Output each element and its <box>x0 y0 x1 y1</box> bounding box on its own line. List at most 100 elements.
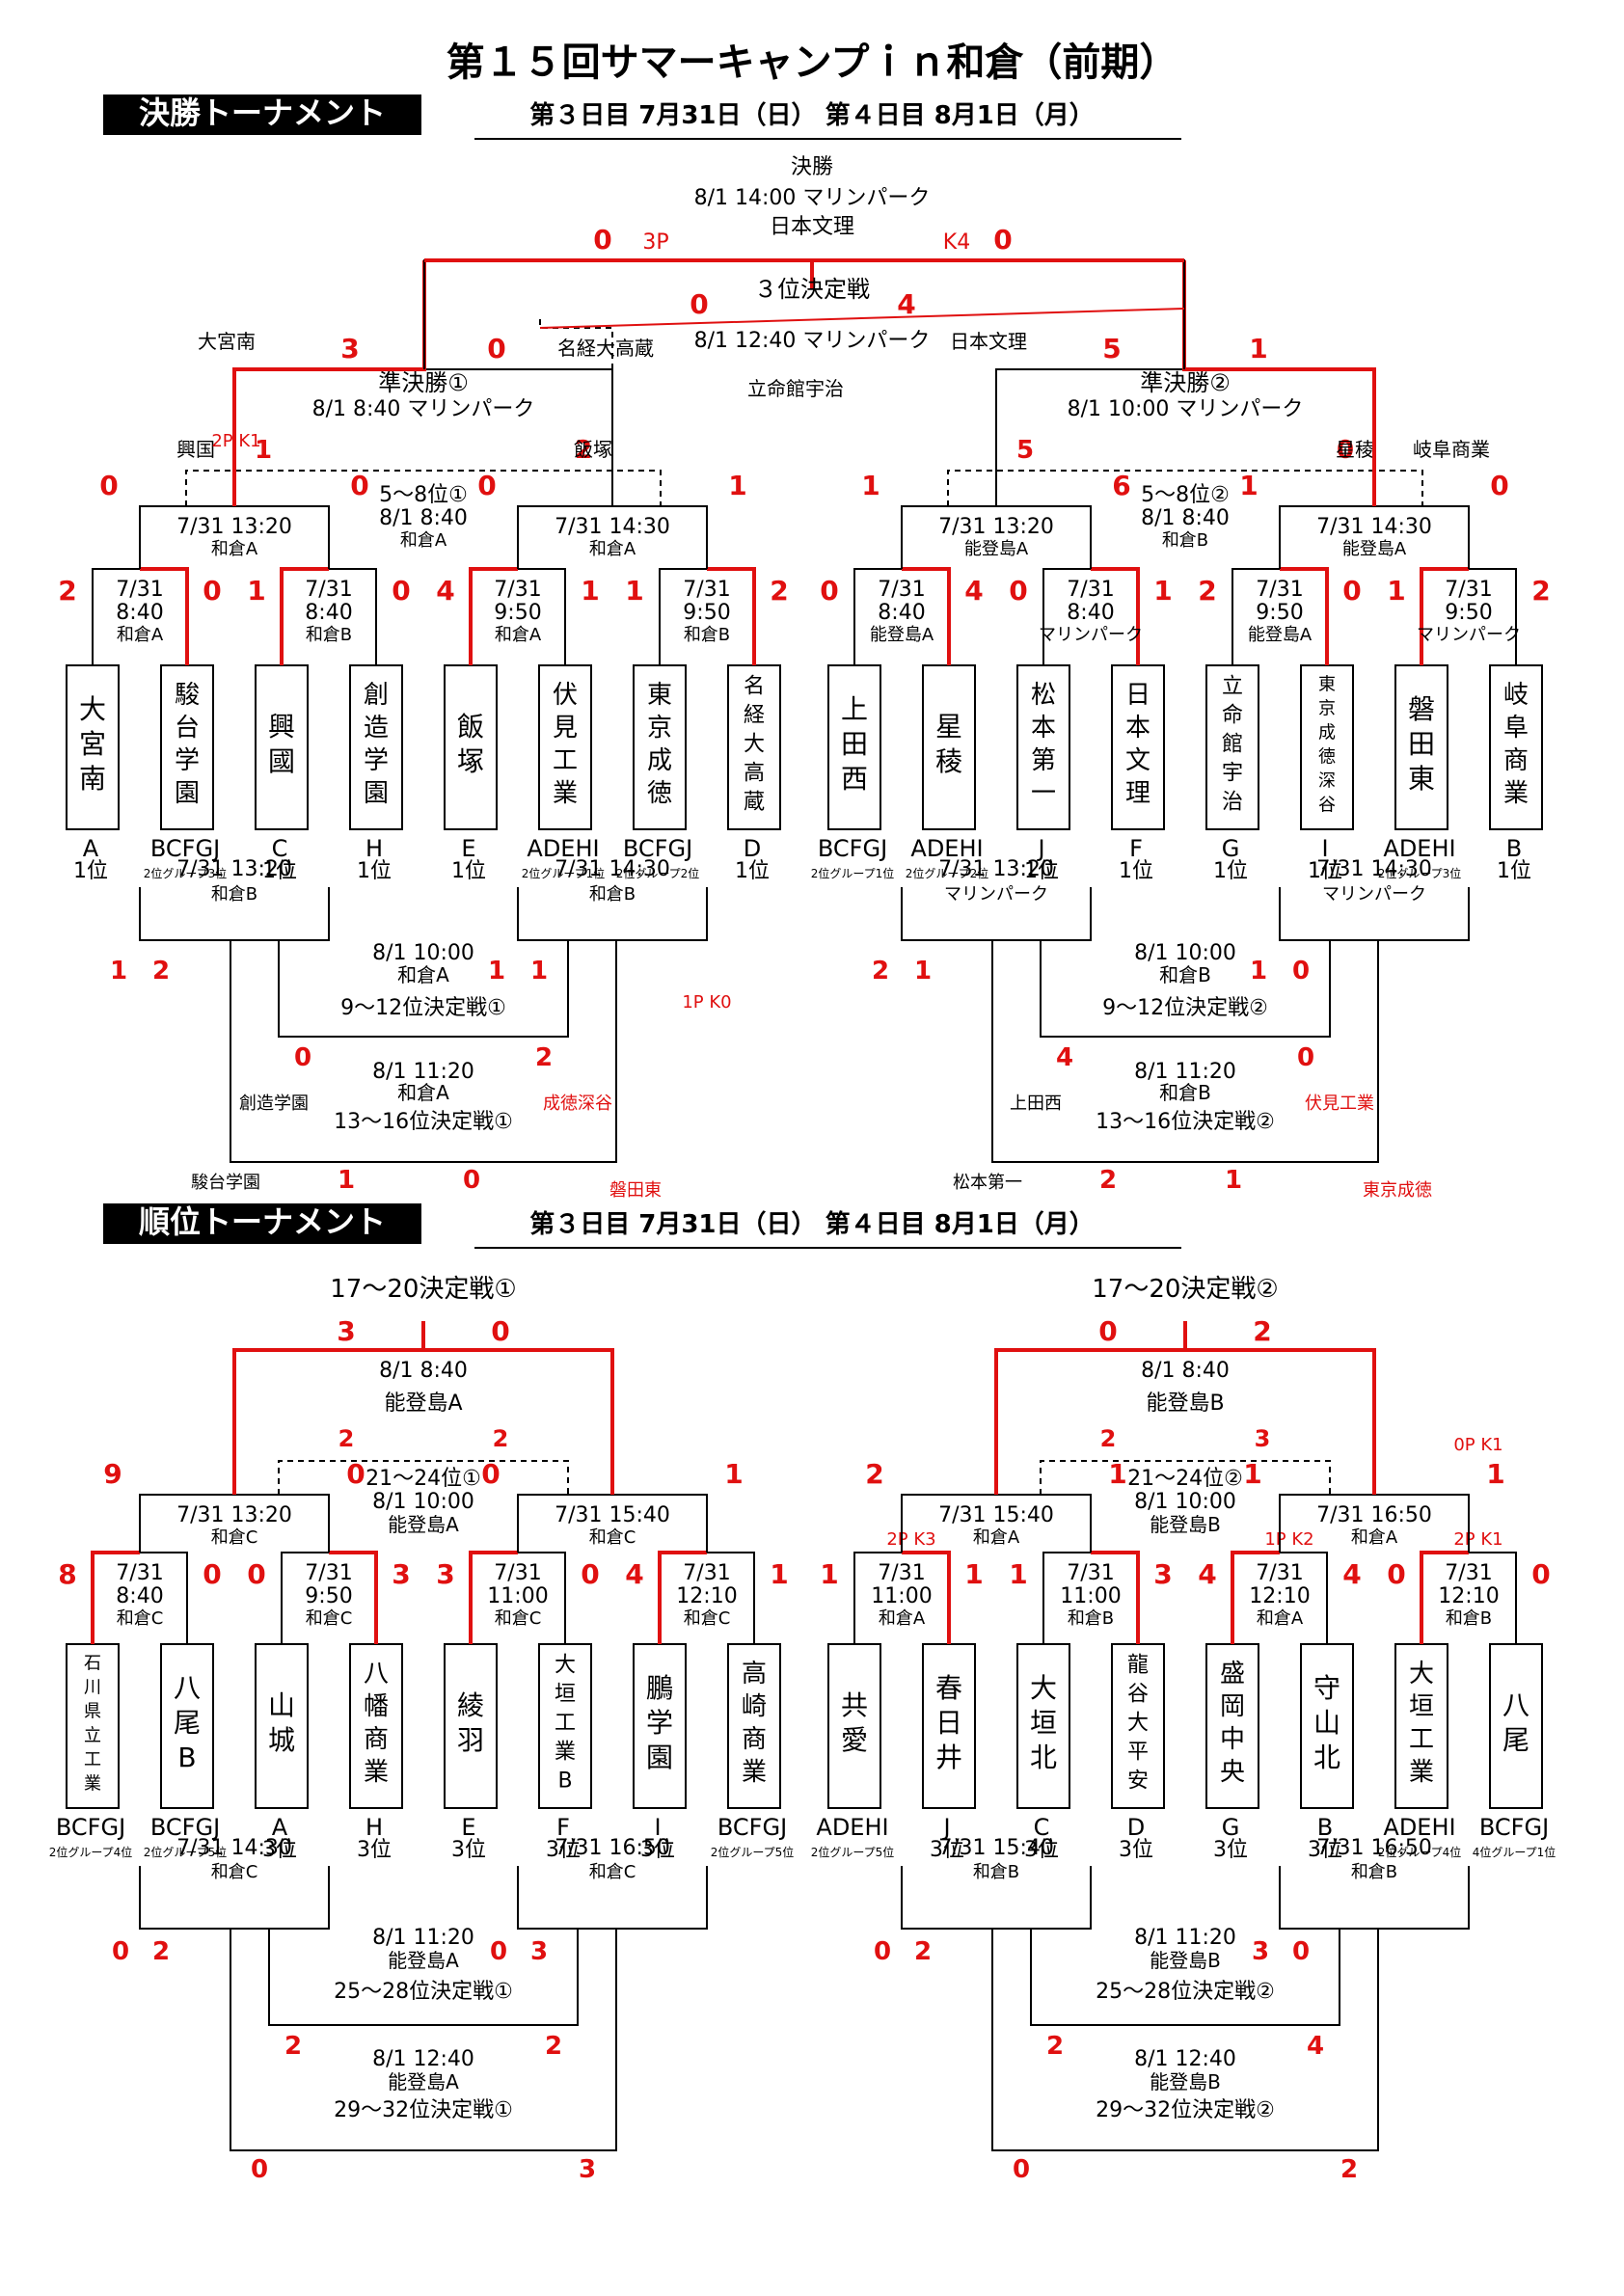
team-name: 日 <box>1125 681 1150 710</box>
team-name: 大 <box>79 693 106 725</box>
r1-date: 7/31 <box>1256 1561 1303 1585</box>
lq-score-right: 0 <box>1292 957 1310 986</box>
sf2-venue: 能登島A <box>384 1391 462 1416</box>
qf-score-right: 6 <box>1112 470 1130 501</box>
team-rank: 3位 <box>357 1838 392 1862</box>
p2932-bracket <box>230 1929 617 2151</box>
team-seed: ADEHI <box>1383 835 1455 862</box>
r1-time: 8:40 <box>116 1584 163 1608</box>
p912-score-left: 4 <box>1056 1043 1073 1072</box>
qf2-score-right: 1 <box>724 1458 743 1490</box>
team-name: 高 <box>742 1660 767 1688</box>
lq-bracket <box>1279 887 1470 941</box>
team-seed: BCFGJ <box>150 1814 220 1841</box>
p2124-time: 8/1 10:00 <box>372 1490 474 1514</box>
team-seed: E <box>461 1814 475 1841</box>
sf-time: 8/1 10:00 マリンパーク <box>1068 397 1304 421</box>
r1-time: 12:10 <box>1438 1584 1499 1608</box>
lq-venue: マリンパーク <box>1322 884 1426 905</box>
p1316-bottom-left: 駿台学園 <box>191 1173 260 1193</box>
team-name: 宮 <box>79 728 106 760</box>
p1316-bracket <box>991 940 1379 1163</box>
team-name: 経 <box>744 704 765 728</box>
team-seed: J <box>1036 835 1044 862</box>
r1-score-right: 1 <box>1153 575 1172 607</box>
lq2-score-left: 3 <box>1252 1937 1269 1966</box>
sf-score-left: 5 <box>1102 333 1121 365</box>
p58-score-right: 0 <box>1337 436 1354 465</box>
sf2-score-left: 0 <box>1098 1315 1117 1347</box>
team-rank: 2位グループ1位 <box>522 866 606 880</box>
lq2-venue: 和倉B <box>973 1862 1019 1882</box>
r1-time: 12:10 <box>1249 1584 1310 1608</box>
sf-time: 8/1 8:40 マリンパーク <box>312 397 535 421</box>
team-name: 中 <box>1220 1725 1245 1754</box>
p2528-score-left: 2 <box>284 2032 302 2061</box>
final-time: 8/1 14:00 マリンパーク <box>694 186 931 210</box>
r1-date: 7/31 <box>1067 578 1114 602</box>
team-name: 工 <box>553 746 578 775</box>
r1-score-right: 0 <box>1342 575 1361 607</box>
team-box <box>827 664 881 830</box>
team-seed: ADEHI <box>816 1814 888 1841</box>
r1-score-right: 1 <box>581 575 599 607</box>
team-name: 岡 <box>1220 1692 1245 1721</box>
r1-win-line <box>1420 567 1469 665</box>
team-rank: 2位グループ2位 <box>616 866 700 880</box>
team-rank: 1位 <box>357 859 392 883</box>
team-name: 館 <box>1222 733 1243 757</box>
r1-score-left: 2 <box>58 575 76 607</box>
team-name: 田 <box>841 728 868 760</box>
lq-bracket <box>139 887 330 941</box>
r1-win-line <box>1280 567 1329 665</box>
r1-venue: 和倉A <box>1257 1608 1304 1629</box>
p1316-score-left: 1 <box>338 1166 355 1195</box>
team-name: 盛 <box>1220 1660 1245 1688</box>
team-name: 業 <box>1409 1758 1434 1787</box>
lq2-bracket <box>139 1866 330 1930</box>
r1-score-left: 4 <box>436 575 454 607</box>
team-rank: 4位グループ1位 <box>1473 1845 1556 1859</box>
r1-score-left: 4 <box>625 1558 643 1590</box>
team-seed: I <box>654 1814 661 1841</box>
team-box <box>444 1643 498 1809</box>
p2124-time: 8/1 10:00 <box>1134 1490 1236 1514</box>
team-name: 田 <box>1408 728 1435 760</box>
team-box <box>1394 664 1448 830</box>
section-dates: 第３日目 7月31日（日） 第４日目 8月1日（月） <box>529 100 1095 130</box>
p1316-name: 13～16位決定戦② <box>1096 1110 1275 1134</box>
team-name: 春 <box>935 1672 962 1704</box>
team-name: 共 <box>841 1689 868 1721</box>
p58-score-right: 2 <box>575 436 592 465</box>
team-rank: 2位グループ3位 <box>144 866 228 880</box>
team-name: 鵬 <box>646 1672 673 1704</box>
team-name: 日 <box>935 1707 962 1739</box>
r1-venue: 和倉C <box>495 1608 542 1629</box>
team-seed: J <box>941 1814 950 1841</box>
team-name: 県 <box>84 1701 101 1721</box>
p2528-bracket <box>268 1929 579 2026</box>
team-rank: 3位 <box>1024 1838 1059 1862</box>
team-name: 造 <box>364 714 389 743</box>
team-box <box>922 664 976 830</box>
team-seed: BCFGJ <box>818 835 887 862</box>
p912-time: 8/1 10:00 <box>372 941 474 965</box>
r1-venue: 和倉A <box>495 625 542 645</box>
team-name: 國 <box>268 745 295 777</box>
team-seed: F <box>1129 835 1143 862</box>
team-box <box>727 1643 781 1809</box>
team-name: 業 <box>742 1758 767 1787</box>
team-box <box>444 664 498 830</box>
team-name: 徳 <box>647 779 672 808</box>
team-name: 命 <box>1222 704 1243 728</box>
qf-score-left: 1 <box>861 470 880 501</box>
r1-score-right: 0 <box>392 575 410 607</box>
team-name: 一 <box>1031 779 1056 808</box>
team-name: 東 <box>1318 674 1336 694</box>
team-box <box>1394 1643 1448 1809</box>
r1-win-line <box>1091 567 1140 665</box>
p58-score-left: 5 <box>1016 436 1034 465</box>
team-rank: 2位グループ5位 <box>811 1845 895 1859</box>
p2124-bracket <box>1040 1460 1331 1495</box>
